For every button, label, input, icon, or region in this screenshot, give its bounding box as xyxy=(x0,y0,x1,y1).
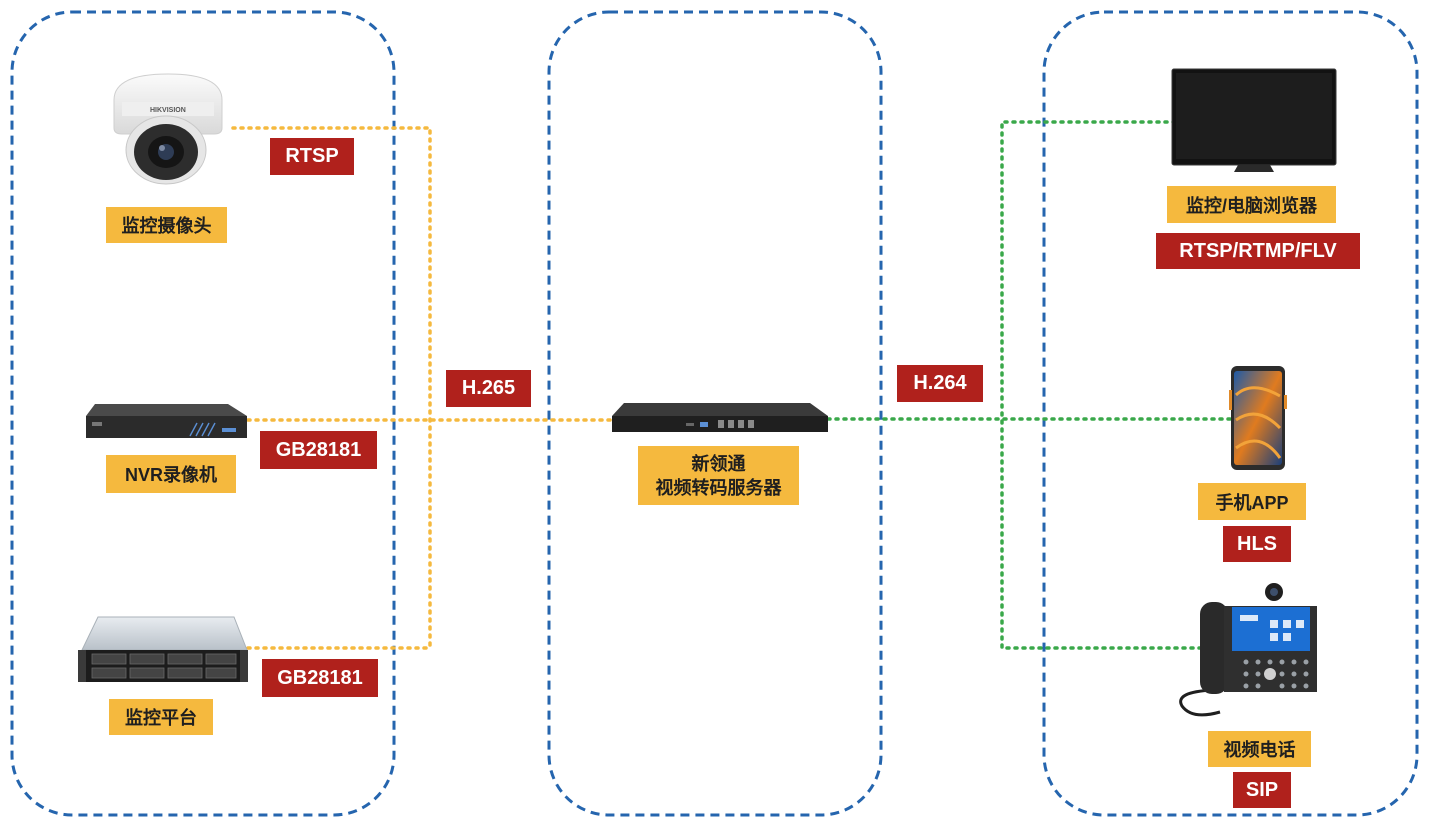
nvr-recorder-icon xyxy=(86,404,247,438)
dome-camera-icon: HIKVISION xyxy=(113,73,223,185)
server-name-line1: 新领通 xyxy=(691,453,746,474)
browser-device-label: 监控/电脑浏览器 xyxy=(1167,186,1336,223)
output-group-container xyxy=(1042,10,1419,817)
video-phone-icon xyxy=(1179,583,1317,717)
server-label: 新领通 视频转码服务器 xyxy=(638,446,799,505)
svg-text:HIKVISION: HIKVISION xyxy=(150,107,186,114)
phone-protocol-label: SIP xyxy=(1233,772,1291,808)
camera-protocol-label: RTSP xyxy=(270,138,354,175)
smartphone-icon xyxy=(1229,366,1287,470)
source-group-container xyxy=(10,10,396,817)
camera-link xyxy=(231,126,432,650)
server-group-container xyxy=(547,10,883,817)
phone-device-label: 视频电话 xyxy=(1208,731,1311,767)
transcoding-server-icon xyxy=(612,403,828,432)
monitor-icon xyxy=(1171,68,1337,172)
platform-protocol-label: GB28181 xyxy=(262,659,378,697)
app-device-label: 手机APP xyxy=(1198,483,1306,520)
browser-link xyxy=(1000,120,1212,650)
nvr-device-label: NVR录像机 xyxy=(106,455,236,493)
server-name-line2: 视频转码服务器 xyxy=(655,477,782,498)
output-codec-label: H.264 xyxy=(897,365,983,402)
platform-device-label: 监控平台 xyxy=(109,699,213,735)
input-codec-label: H.265 xyxy=(446,370,531,407)
nvr-protocol-label: GB28181 xyxy=(260,431,377,469)
source-links xyxy=(231,126,614,650)
browser-protocol-label: RTSP/RTMP/FLV xyxy=(1156,233,1360,269)
camera-device-label: 监控摄像头 xyxy=(106,207,227,243)
output-links xyxy=(826,120,1238,650)
rack-server-icon xyxy=(78,616,248,682)
app-protocol-label: HLS xyxy=(1223,526,1291,562)
